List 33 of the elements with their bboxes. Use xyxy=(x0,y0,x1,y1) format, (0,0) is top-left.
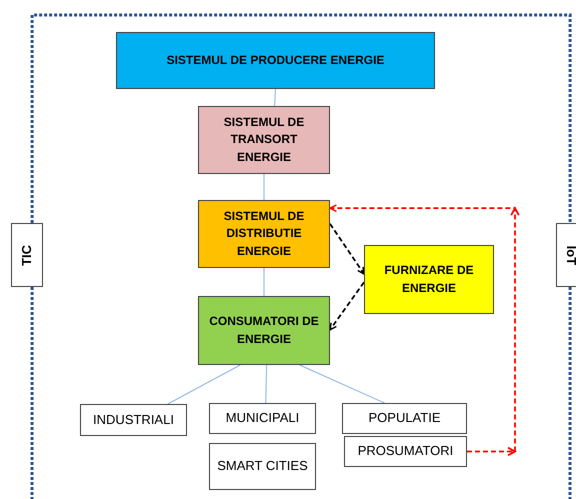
box-text: FURNIZARE DE ENERGIE xyxy=(383,262,475,296)
connector-line xyxy=(274,88,276,106)
connector-line xyxy=(265,364,268,404)
category-box xyxy=(209,443,316,490)
category-box xyxy=(80,404,187,436)
process-box xyxy=(198,200,330,268)
connector-line xyxy=(167,364,241,404)
box-text: PROSUMATORI xyxy=(358,442,454,460)
label-box xyxy=(11,223,43,287)
box-text: SISTEMUL DE TRANSORT ENERGIE xyxy=(222,114,306,166)
side-label: IoT xyxy=(563,245,576,265)
arrow xyxy=(329,282,365,331)
box-text: CONSUMATORI DE ENERGIE xyxy=(208,313,320,348)
connector-line xyxy=(30,14,572,223)
category-box xyxy=(209,403,316,434)
box-text: SISTEMUL DE DISTRIBUTIE ENERGIE xyxy=(222,208,306,260)
category-box xyxy=(344,436,467,467)
process-box xyxy=(364,245,494,314)
process-box xyxy=(198,296,330,365)
connector-line xyxy=(568,287,572,499)
connector-line xyxy=(30,287,34,499)
connector-line xyxy=(299,364,385,404)
box-text: INDUSTRIALI xyxy=(93,410,174,429)
process-box xyxy=(116,32,435,89)
box-text: SISTEMUL DE PRODUCERE ENERGIE xyxy=(166,52,384,69)
category-box xyxy=(342,403,467,434)
process-box xyxy=(198,106,330,174)
arrow xyxy=(329,223,365,275)
box-text: SMART CITIES xyxy=(217,457,308,476)
side-label: TIC xyxy=(18,244,35,266)
box-text: MUNICIPALI xyxy=(226,409,300,428)
box-text: POPULATIE xyxy=(368,409,440,428)
arrow xyxy=(329,204,520,456)
